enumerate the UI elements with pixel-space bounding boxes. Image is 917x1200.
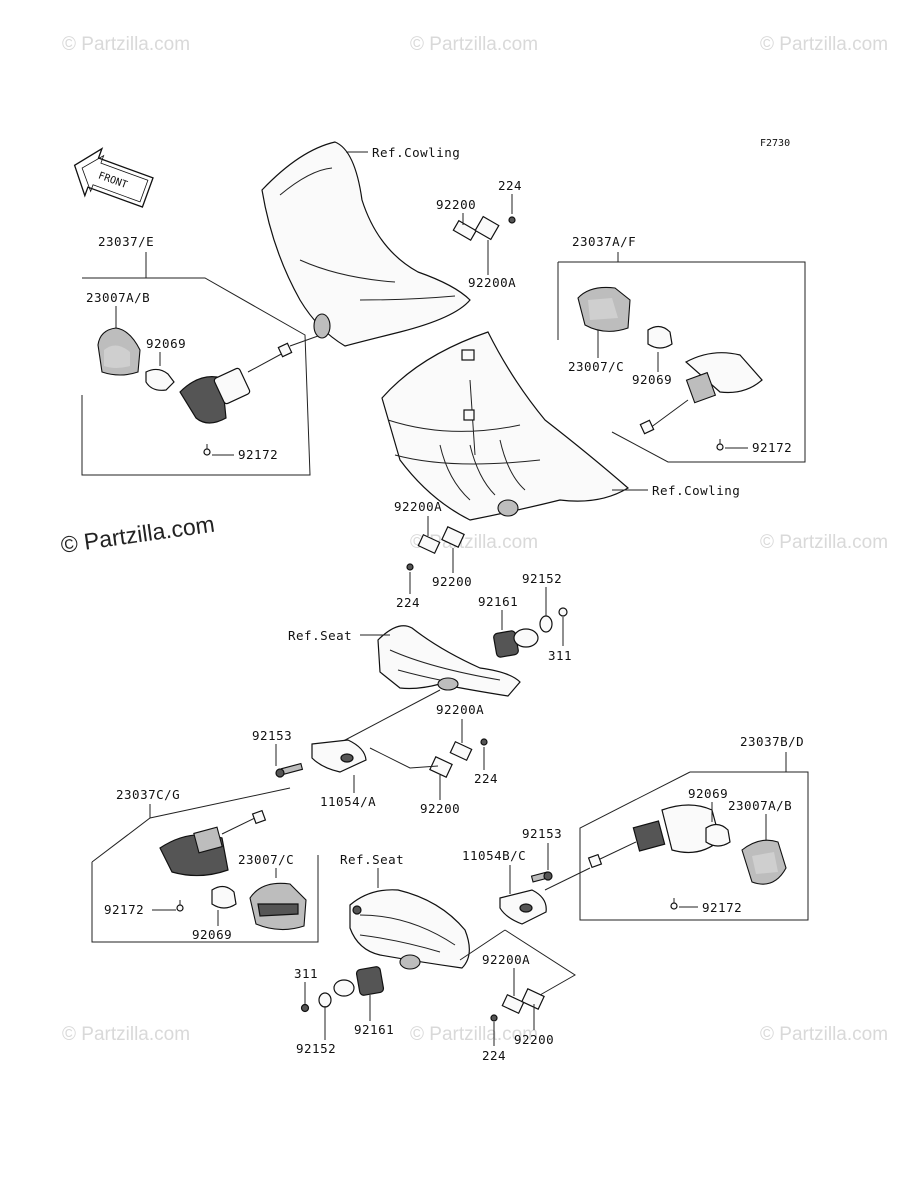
bracket-middle xyxy=(406,526,465,571)
bulb xyxy=(145,368,175,391)
part-number: 92172 xyxy=(104,902,144,917)
ref-cowling-label: Ref.Cowling xyxy=(652,483,740,498)
part-number: 92200A xyxy=(482,952,530,967)
part-number: 92069 xyxy=(632,372,672,387)
part-number: 11054/A xyxy=(320,794,376,809)
part-number: 92200 xyxy=(420,801,460,816)
watermark-main: © Partzilla.com xyxy=(59,511,216,558)
bracket-lower-right xyxy=(490,988,545,1022)
part-number: 92069 xyxy=(192,927,232,942)
part-number: 311 xyxy=(294,966,318,981)
ref-seat-label: Ref.Seat xyxy=(288,628,352,643)
part-number: 23037A/F xyxy=(572,234,636,249)
part-number: 92200 xyxy=(514,1032,554,1047)
part-number: 92153 xyxy=(522,826,562,841)
lens-cover xyxy=(741,839,787,885)
part-number: 23007A/B xyxy=(728,798,792,813)
watermark: © Partzilla.com xyxy=(760,532,888,553)
bolt xyxy=(275,762,304,778)
grommet xyxy=(493,607,568,658)
part-number: 224 xyxy=(396,595,420,610)
bracket-upper xyxy=(452,215,516,242)
mount-plate xyxy=(499,889,547,925)
turn-signal-housing xyxy=(159,809,267,877)
part-number: 92161 xyxy=(354,1022,394,1037)
seat-bracket-upper xyxy=(377,625,521,697)
part-number: 92152 xyxy=(522,571,562,586)
part-number: 11054B/C xyxy=(462,848,526,863)
watermark: © Partzilla.com xyxy=(410,532,538,553)
turn-signal-housing xyxy=(179,342,293,424)
part-number: 23037B/D xyxy=(740,734,804,749)
screw xyxy=(716,439,724,451)
part-number: 92200A xyxy=(468,275,516,290)
part-number: 224 xyxy=(498,178,522,193)
part-number: 92069 xyxy=(146,336,186,351)
part-number: 311 xyxy=(548,648,572,663)
watermark: © Partzilla.com xyxy=(410,1024,538,1045)
part-number: 23007A/B xyxy=(86,290,150,305)
bulb xyxy=(211,885,237,909)
part-number: 92200A xyxy=(436,702,484,717)
seat-bracket-lower xyxy=(349,889,470,970)
watermark: © Partzilla.com xyxy=(62,1024,190,1045)
part-number: 92152 xyxy=(296,1041,336,1056)
part-number: 92200 xyxy=(436,197,476,212)
ref-seat-label: Ref.Seat xyxy=(340,852,404,867)
lens-cover xyxy=(97,327,141,376)
turn-signal-housing xyxy=(639,352,763,435)
cowling-upper-left xyxy=(261,141,471,347)
diagram-code: F2730 xyxy=(760,138,790,149)
bulb xyxy=(705,823,731,847)
part-number: 23037C/G xyxy=(116,787,180,802)
lens-cover xyxy=(249,882,307,931)
part-number: 92172 xyxy=(752,440,792,455)
screw xyxy=(203,444,211,456)
part-number: 23007/C xyxy=(238,852,294,867)
watermark: © Partzilla.com xyxy=(760,1024,888,1045)
part-number: 92172 xyxy=(238,447,278,462)
part-number: 224 xyxy=(474,771,498,786)
part-number: 92200A xyxy=(394,499,442,514)
front-arrow-icon: FRONT xyxy=(73,147,154,208)
screw xyxy=(176,900,184,912)
part-number: 23007/C xyxy=(568,359,624,374)
watermark: © Partzilla.com xyxy=(62,34,190,55)
screw xyxy=(670,898,678,910)
part-number: 92069 xyxy=(688,786,728,801)
part-number: 23037/E xyxy=(98,234,154,249)
ref-cowling-label: Ref.Cowling xyxy=(372,145,460,160)
part-number: 92172 xyxy=(702,900,742,915)
bolt xyxy=(530,871,553,883)
grommet xyxy=(300,966,385,1013)
part-number: 92161 xyxy=(478,594,518,609)
part-number: 224 xyxy=(482,1048,506,1063)
bulb xyxy=(647,325,673,349)
lens-cover xyxy=(577,286,631,332)
watermark: © Partzilla.com xyxy=(760,34,888,55)
watermark: © Partzilla.com xyxy=(410,34,538,55)
cowling-lower-center xyxy=(381,331,630,521)
part-number: 92200 xyxy=(432,574,472,589)
mount-plate xyxy=(311,739,367,773)
part-number: 92153 xyxy=(252,728,292,743)
bracket-lower-center xyxy=(429,738,488,778)
turn-signal-housing xyxy=(587,804,721,869)
